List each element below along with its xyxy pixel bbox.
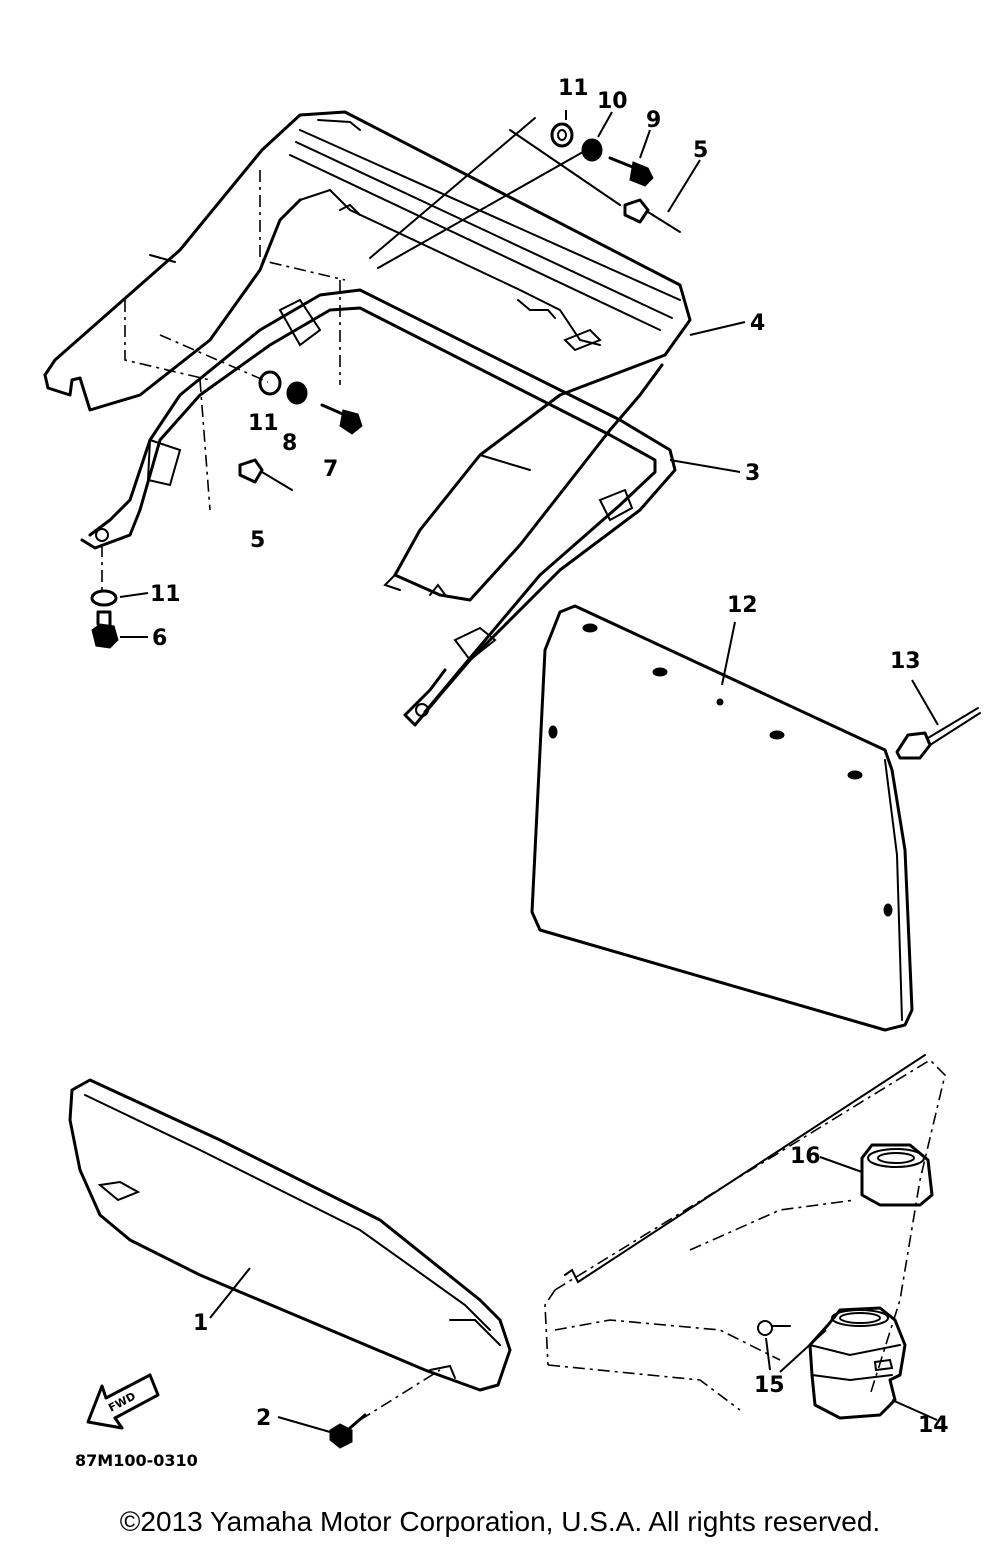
part-12-panel — [530, 604, 914, 1032]
part-2-bolt — [329, 1369, 441, 1449]
part-3-frame-bar — [80, 170, 677, 727]
copyright-notice: ©2013 Yamaha Motor Corporation, U.S.A. A… — [119, 1506, 881, 1537]
part-13-rivet — [895, 707, 981, 760]
part-16-cap — [860, 1143, 934, 1207]
fwd-arrow: FWD — [86, 1373, 160, 1430]
hardware-upper — [369, 117, 681, 269]
callout-11-middle: 11 — [248, 411, 279, 436]
callouts: 11 10 9 5 4 3 11 8 7 5 11 6 12 13 16 1 1… — [150, 76, 949, 1438]
callout-12: 12 — [727, 593, 758, 618]
leader-lines — [119, 110, 939, 1433]
callout-7: 7 — [323, 457, 338, 482]
callout-1: 1 — [193, 1311, 208, 1336]
callout-5-middle: 5 — [250, 528, 265, 553]
callout-4: 4 — [750, 311, 765, 336]
hardware-middle — [159, 334, 363, 491]
callout-3: 3 — [745, 461, 760, 486]
callout-9: 9 — [646, 108, 661, 133]
callout-5-top: 5 — [693, 138, 708, 163]
callout-10: 10 — [597, 89, 628, 114]
callout-8: 8 — [282, 431, 297, 456]
callout-6: 6 — [152, 626, 167, 651]
callout-15: 15 — [754, 1373, 785, 1398]
drawing-code: 87M100-0310 — [75, 1451, 198, 1470]
part-1-bumper — [68, 1078, 512, 1392]
hardware-lower — [90, 545, 119, 649]
callout-13: 13 — [890, 649, 921, 674]
frame-assembly — [544, 1054, 946, 1411]
callout-14: 14 — [918, 1413, 949, 1438]
part-14-nut — [808, 1306, 907, 1420]
callout-11-lower: 11 — [150, 582, 181, 607]
part-15-screw — [757, 1320, 791, 1336]
callout-11-top: 11 — [558, 76, 589, 101]
callout-16: 16 — [790, 1144, 821, 1169]
callout-2: 2 — [256, 1406, 271, 1431]
part-4-cowling — [43, 110, 692, 602]
fwd-label: FWD — [106, 1390, 138, 1415]
